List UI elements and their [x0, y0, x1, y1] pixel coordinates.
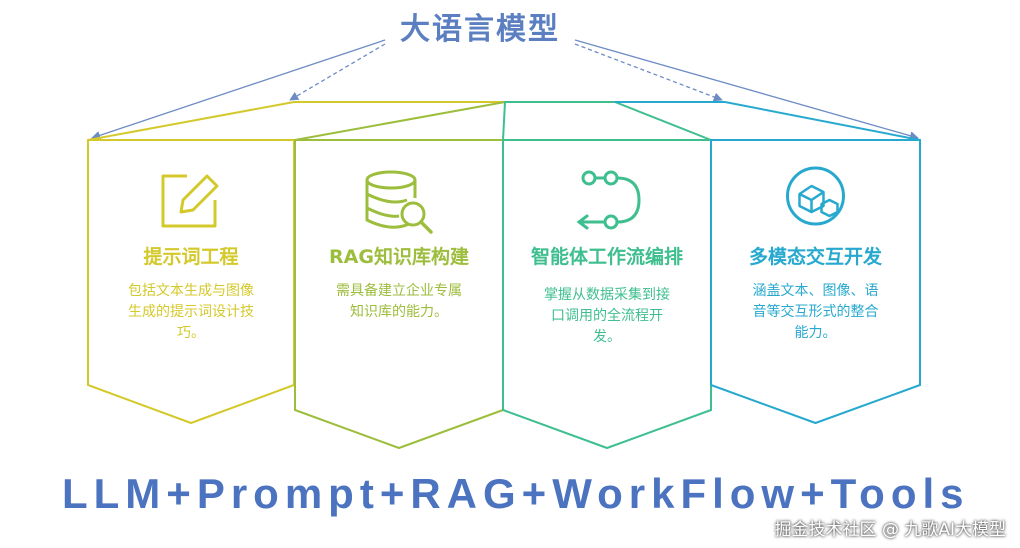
card-description-line: 巧。	[177, 325, 205, 341]
card-outline-3	[502, 139, 712, 450]
card-description-line: 音等交互形式的整合	[752, 304, 879, 320]
edit-icon	[161, 174, 217, 228]
cube-small	[820, 198, 839, 218]
diagram-title: 大语言模型	[400, 12, 560, 47]
workflow-node-end	[603, 214, 619, 230]
card-2-text: RAG知识库构建需具备建立企业专属知识库的能力。	[311, 244, 487, 323]
search-lens	[400, 201, 426, 227]
card-4-text: 多模态交互开发涵盖文本、图像、语音等交互形式的整合能力。	[727, 244, 904, 344]
edit-icon-pencil	[179, 174, 219, 214]
workflow-path	[576, 176, 641, 230]
arrow-right-inner	[574, 43, 723, 102]
arrow-left-outer	[91, 39, 386, 140]
card-lid	[502, 101, 712, 141]
card-description-line: 发。	[593, 329, 621, 345]
card-description: 涵盖文本、图像、语音等交互形式的整合能力。	[727, 281, 904, 344]
formula-text: LLM+Prompt+RAG+WorkFlow+Tools	[62, 470, 970, 517]
card-outline-2	[294, 139, 504, 450]
card-lid	[615, 101, 921, 141]
cube-icon	[786, 166, 845, 226]
card-lid	[294, 101, 506, 141]
card-description-line: 需具备建立企业专属	[336, 283, 462, 299]
card-title: 提示词工程	[143, 246, 239, 268]
database-body	[365, 180, 417, 229]
card-description-line: 口调用的全流程开	[551, 308, 663, 324]
card-title: 多模态交互开发	[748, 246, 882, 268]
card-description: 需具备建立企业专属知识库的能力。	[311, 281, 487, 323]
card-3-text: 智能体工作流编排掌握从数据采集到接口调用的全流程开发。	[519, 244, 695, 348]
search-handle	[419, 220, 433, 234]
cube-shape	[798, 184, 825, 214]
card-description-line: 包括文本生成与图像	[128, 283, 254, 299]
card-title: RAG知识库构建	[329, 246, 469, 268]
card-outline-1	[87, 139, 295, 425]
card-description-line: 知识库的能力。	[350, 304, 448, 320]
card-description-line: 能力。	[794, 325, 837, 341]
card-description-line: 掌握从数据采集到接	[544, 287, 670, 303]
card-1-text: 提示词工程包括文本生成与图像生成的提示词设计技巧。	[104, 244, 278, 344]
arrow-right-outer	[574, 39, 919, 141]
card-description-line: 生成的提示词设计技	[128, 304, 254, 320]
card-outline-4	[710, 139, 921, 425]
arrow-left-inner	[289, 43, 386, 101]
card-description: 掌握从数据采集到接口调用的全流程开发。	[519, 285, 695, 348]
card-description-line: 涵盖文本、图像、语	[752, 283, 879, 299]
card-description: 包括文本生成与图像生成的提示词设计技巧。	[104, 281, 278, 344]
card-lid	[87, 101, 505, 141]
card-title: 智能体工作流编排	[530, 246, 683, 268]
watermark: 掘金技术社区 @ 九歌AI大模型	[774, 520, 1006, 540]
